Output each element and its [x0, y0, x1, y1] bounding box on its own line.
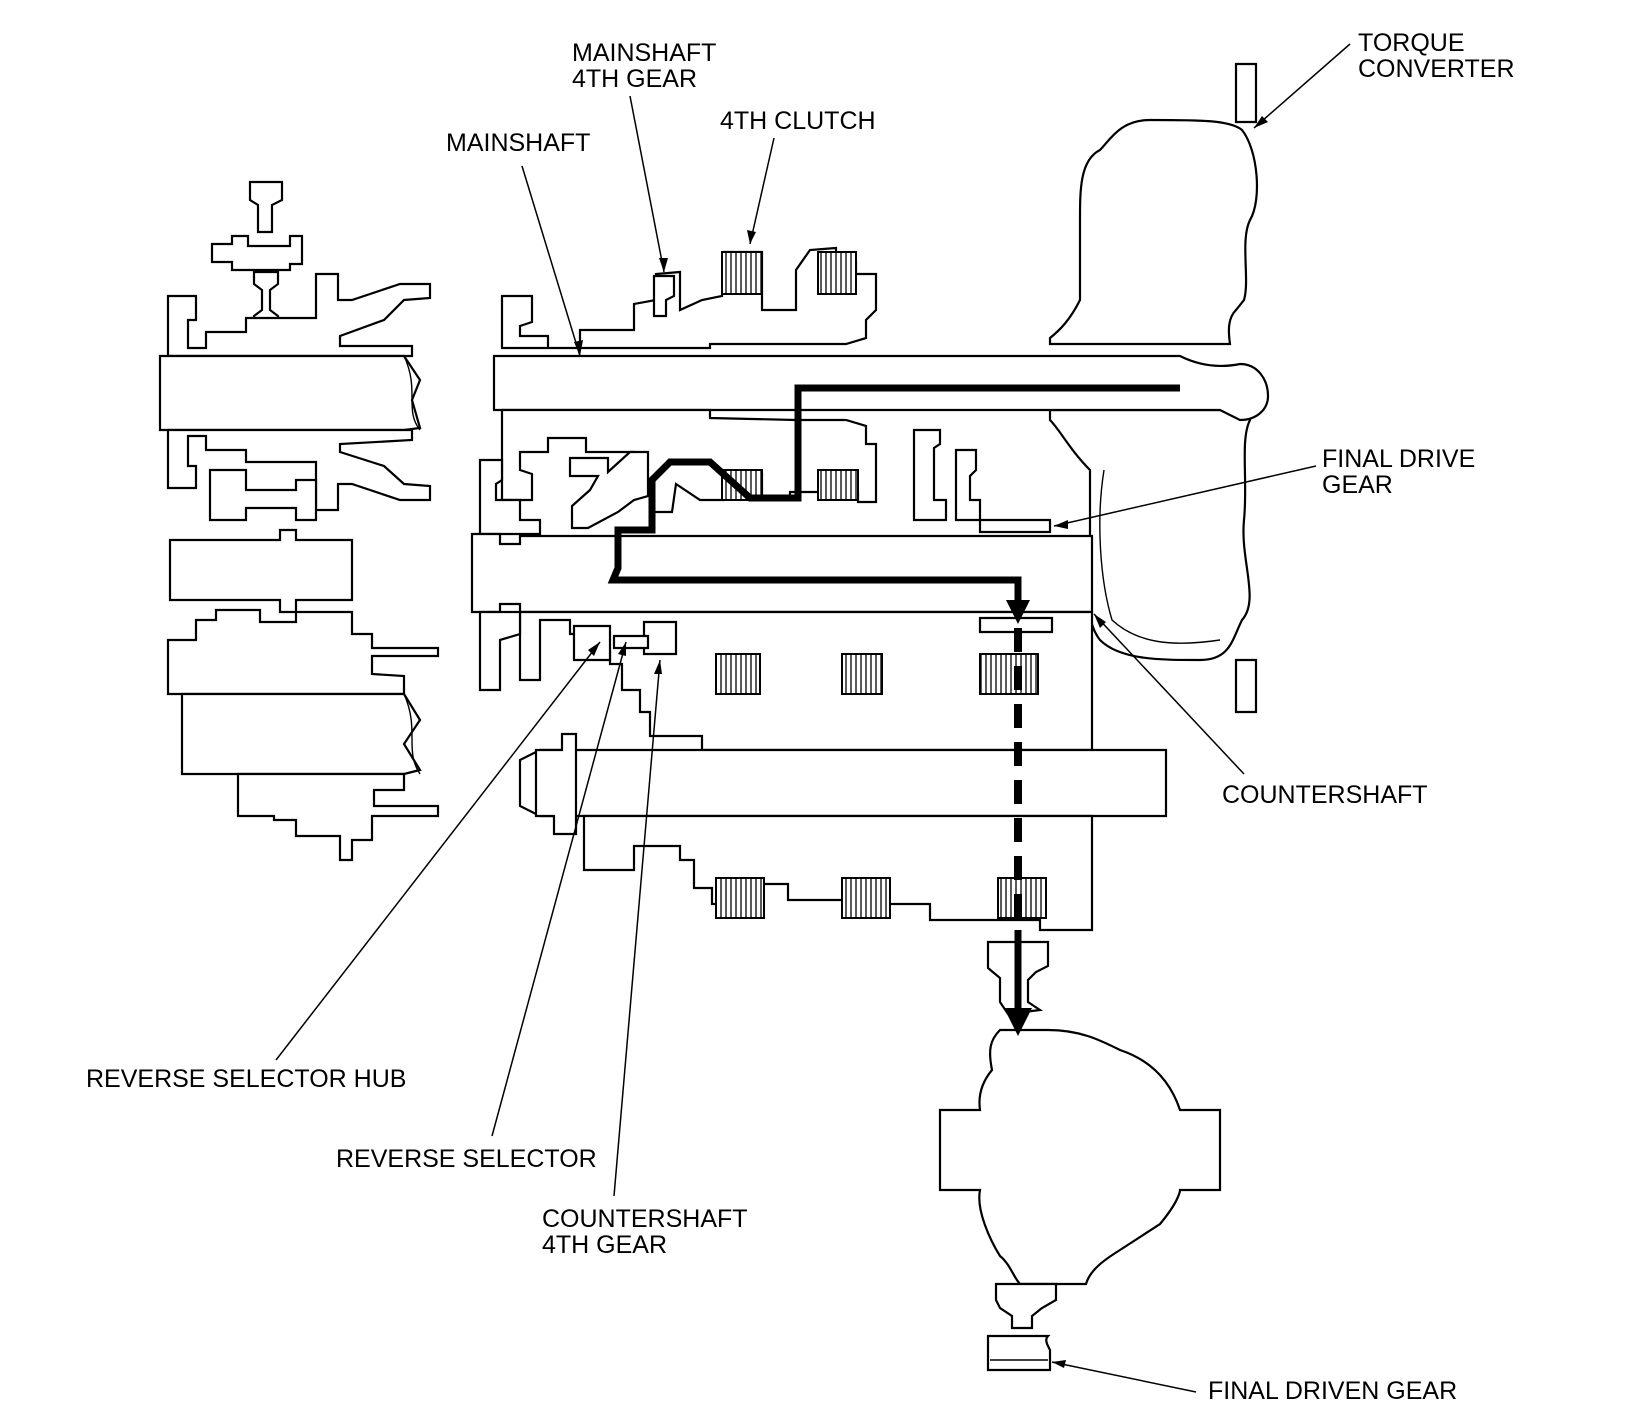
- differential-lower-neck: [994, 1282, 1058, 1330]
- label-reverse-selector-hub: REVERSE SELECTOR HUB: [86, 1065, 407, 1093]
- final-drive-lower-gear: [978, 616, 1054, 634]
- label-torque-converter: TORQUE CONVERTER: [1358, 29, 1515, 83]
- reverse-selector-hub: [572, 624, 612, 662]
- final-drive-gear: [978, 518, 1052, 534]
- leader-4th-clutch: [749, 137, 775, 245]
- leader-final-driven-gear: [1051, 1361, 1197, 1393]
- left-top-idler-gear: [248, 180, 284, 234]
- left-mid-support: [208, 468, 318, 522]
- torque-converter-bottom-stub: [1234, 658, 1258, 714]
- leader-reverse-selector: [491, 641, 627, 1137]
- countershaft-clutch-pack-b: [841, 653, 883, 695]
- left-middle-shaft: [168, 528, 354, 614]
- torque-converter-top-stub: [1234, 62, 1258, 124]
- fourth-clutch-upper-pack-b: [817, 251, 857, 295]
- leader-reverse-selector-hub: [275, 641, 601, 1061]
- torque-converter-body: [1048, 118, 1259, 346]
- final-drive-gear-hub: [912, 428, 948, 522]
- power-flow-arrow-countershaft: [1006, 600, 1030, 624]
- left-top-hub: [210, 234, 304, 272]
- power-flow-line: [607, 384, 1180, 604]
- label-reverse-selector: REVERSE SELECTOR: [336, 1145, 597, 1173]
- left-section-view: [158, 180, 440, 862]
- leader-mainshaft: [521, 165, 581, 357]
- power-flow-path: [607, 384, 1180, 1036]
- final-drive-gear-boss: [954, 448, 982, 522]
- countershaft-left-support: [478, 610, 522, 692]
- differential-case: [938, 1028, 1222, 1286]
- left-upper-lower-gear-stack: [166, 428, 432, 512]
- reverse-gear-cluster: [568, 450, 650, 530]
- label-countershaft-4th-gear: COUNTERSHAFT 4TH GEAR: [542, 1205, 748, 1259]
- reverse-selector: [612, 634, 650, 650]
- mainshaft-4th-gear: [652, 274, 676, 318]
- leader-countershaft: [1093, 613, 1245, 775]
- left-lower-gear-stack-bottom: [236, 772, 440, 862]
- secondary-clutch-pack-a: [715, 877, 765, 919]
- label-countershaft: COUNTERSHAFT: [1222, 781, 1428, 809]
- label-final-drive-gear: FINAL DRIVE GEAR: [1322, 445, 1476, 499]
- leader-mainshaft-4th-gear: [629, 95, 665, 273]
- main-section-view: [470, 62, 1270, 1372]
- fourth-clutch-lower-pack-b: [817, 469, 859, 501]
- leader-final-drive-gear: [1053, 465, 1317, 527]
- label-mainshaft: MAINSHAFT: [446, 129, 591, 157]
- mainshaft-left-support: [478, 458, 542, 536]
- secondary-shaft: [518, 748, 1168, 818]
- power-flow-arrow-final-driven: [1004, 1008, 1032, 1036]
- label-mainshaft-4th-gear: MAINSHAFT 4TH GEAR: [572, 39, 717, 93]
- final-driven-gear: [986, 1334, 1052, 1372]
- left-upper-gear-stack: [166, 272, 432, 358]
- left-lower-gear-stack-top: [166, 608, 440, 696]
- countershaft-clutch-pack-a: [715, 653, 761, 695]
- countershaft-shaft: [470, 532, 1094, 614]
- leader-countershaft-4th-gear: [613, 659, 661, 1197]
- secondary-left-bearing: [534, 732, 578, 836]
- label-final-driven-gear: FINAL DRIVEN GEAR: [1208, 1377, 1458, 1405]
- left-lower-shaft: [180, 692, 422, 776]
- leader-lines: [275, 43, 1351, 1393]
- secondary-clutch-pack-b: [841, 877, 891, 919]
- left-upper-shaft: [158, 354, 422, 432]
- label-4th-clutch: 4TH CLUTCH: [720, 107, 876, 135]
- leader-torque-converter: [1253, 43, 1351, 129]
- countershaft-clutch-pack-c: [979, 653, 1039, 695]
- fourth-clutch-upper-pack: [721, 251, 763, 295]
